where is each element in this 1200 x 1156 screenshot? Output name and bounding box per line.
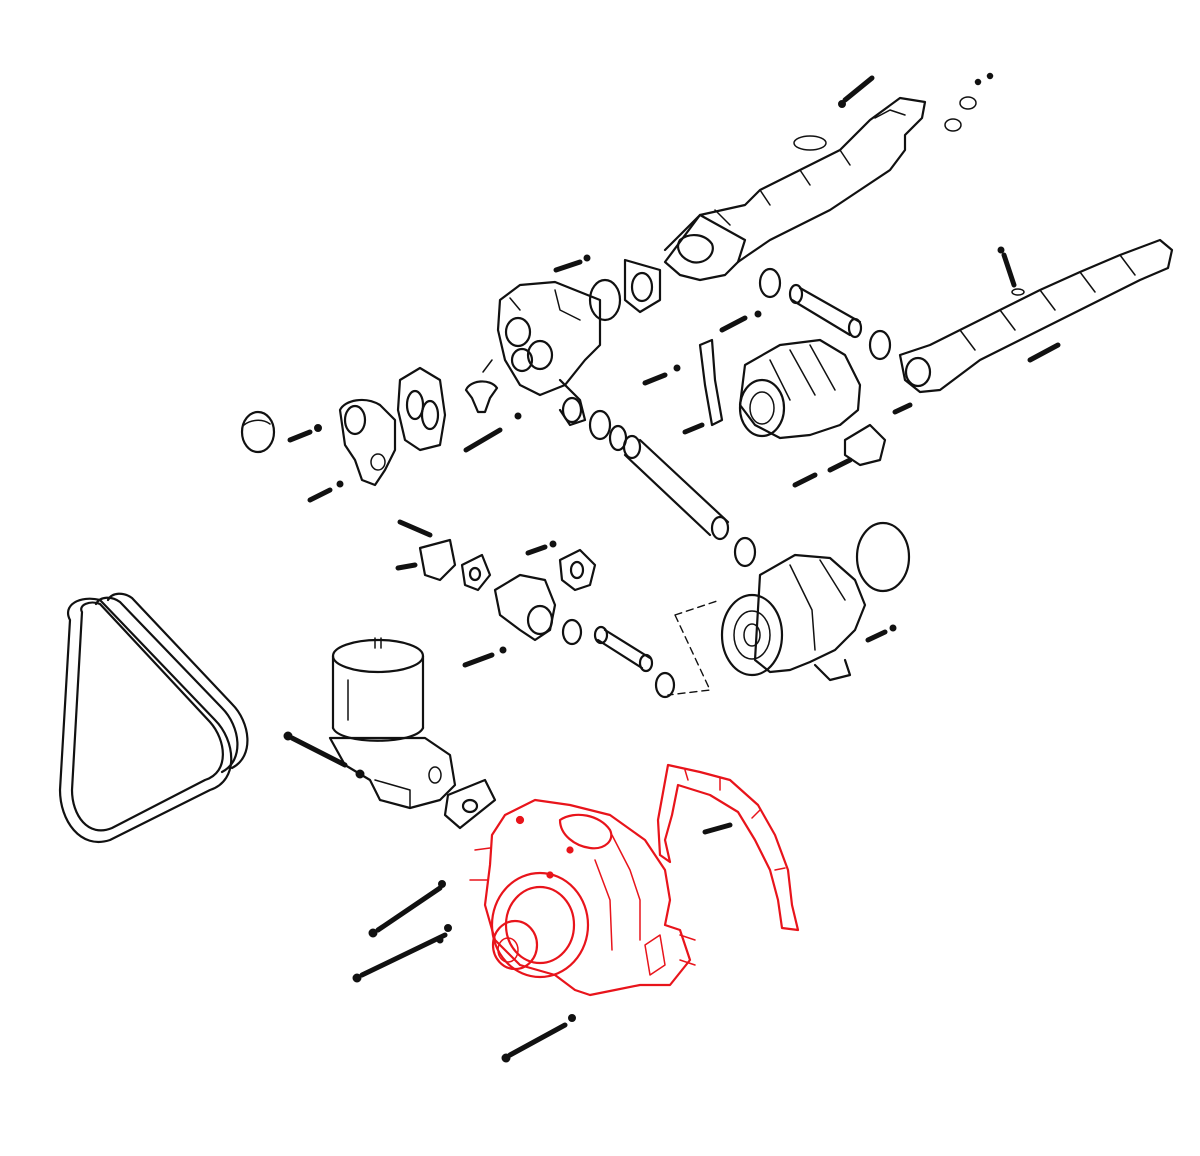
front-cover-gasket[interactable] xyxy=(656,763,800,932)
drive-belt[interactable] xyxy=(58,592,249,843)
alternator-bracket[interactable] xyxy=(698,338,887,467)
thermostat-housing[interactable] xyxy=(496,280,602,427)
elbow-gasket xyxy=(558,548,597,592)
rear-water-manifold[interactable] xyxy=(898,238,1174,394)
coolant-pipe[interactable] xyxy=(588,409,757,568)
small-hose[interactable] xyxy=(561,618,676,699)
alternator[interactable] xyxy=(738,338,862,440)
front-timing-cover-with-pulley[interactable] xyxy=(469,798,696,997)
filter-base-gasket xyxy=(443,778,497,830)
oil-filter-base[interactable] xyxy=(328,736,457,810)
upper-water-manifold[interactable] xyxy=(663,96,927,282)
housing-bolt xyxy=(553,254,591,273)
sensor-gasket xyxy=(460,553,492,592)
thermostat-cover[interactable] xyxy=(338,398,397,487)
thermostat[interactable] xyxy=(464,359,499,414)
pump-guide-dashed xyxy=(667,599,721,696)
filter-bolt xyxy=(283,731,365,779)
thermostat-gasket xyxy=(396,366,447,452)
outlet-seal-ring xyxy=(588,258,662,322)
water-outlet-elbow[interactable] xyxy=(493,573,557,642)
cover-bolts xyxy=(287,412,522,503)
alternator-bolts xyxy=(642,310,913,488)
front-cover-bolts xyxy=(352,822,733,1063)
oil-filter[interactable] xyxy=(331,637,425,742)
coolant-sensor[interactable] xyxy=(395,519,457,582)
end-cap[interactable] xyxy=(240,410,276,454)
bypass-hose[interactable] xyxy=(758,267,892,361)
manifold-bolt xyxy=(838,75,875,108)
rear-manifold-bolt xyxy=(997,246,1061,363)
fitting-bolts xyxy=(462,540,557,668)
manifold-gasket xyxy=(793,72,994,151)
water-pump-gasket xyxy=(855,521,911,593)
water-pump[interactable] xyxy=(720,553,867,682)
pump-bolts xyxy=(865,624,897,643)
